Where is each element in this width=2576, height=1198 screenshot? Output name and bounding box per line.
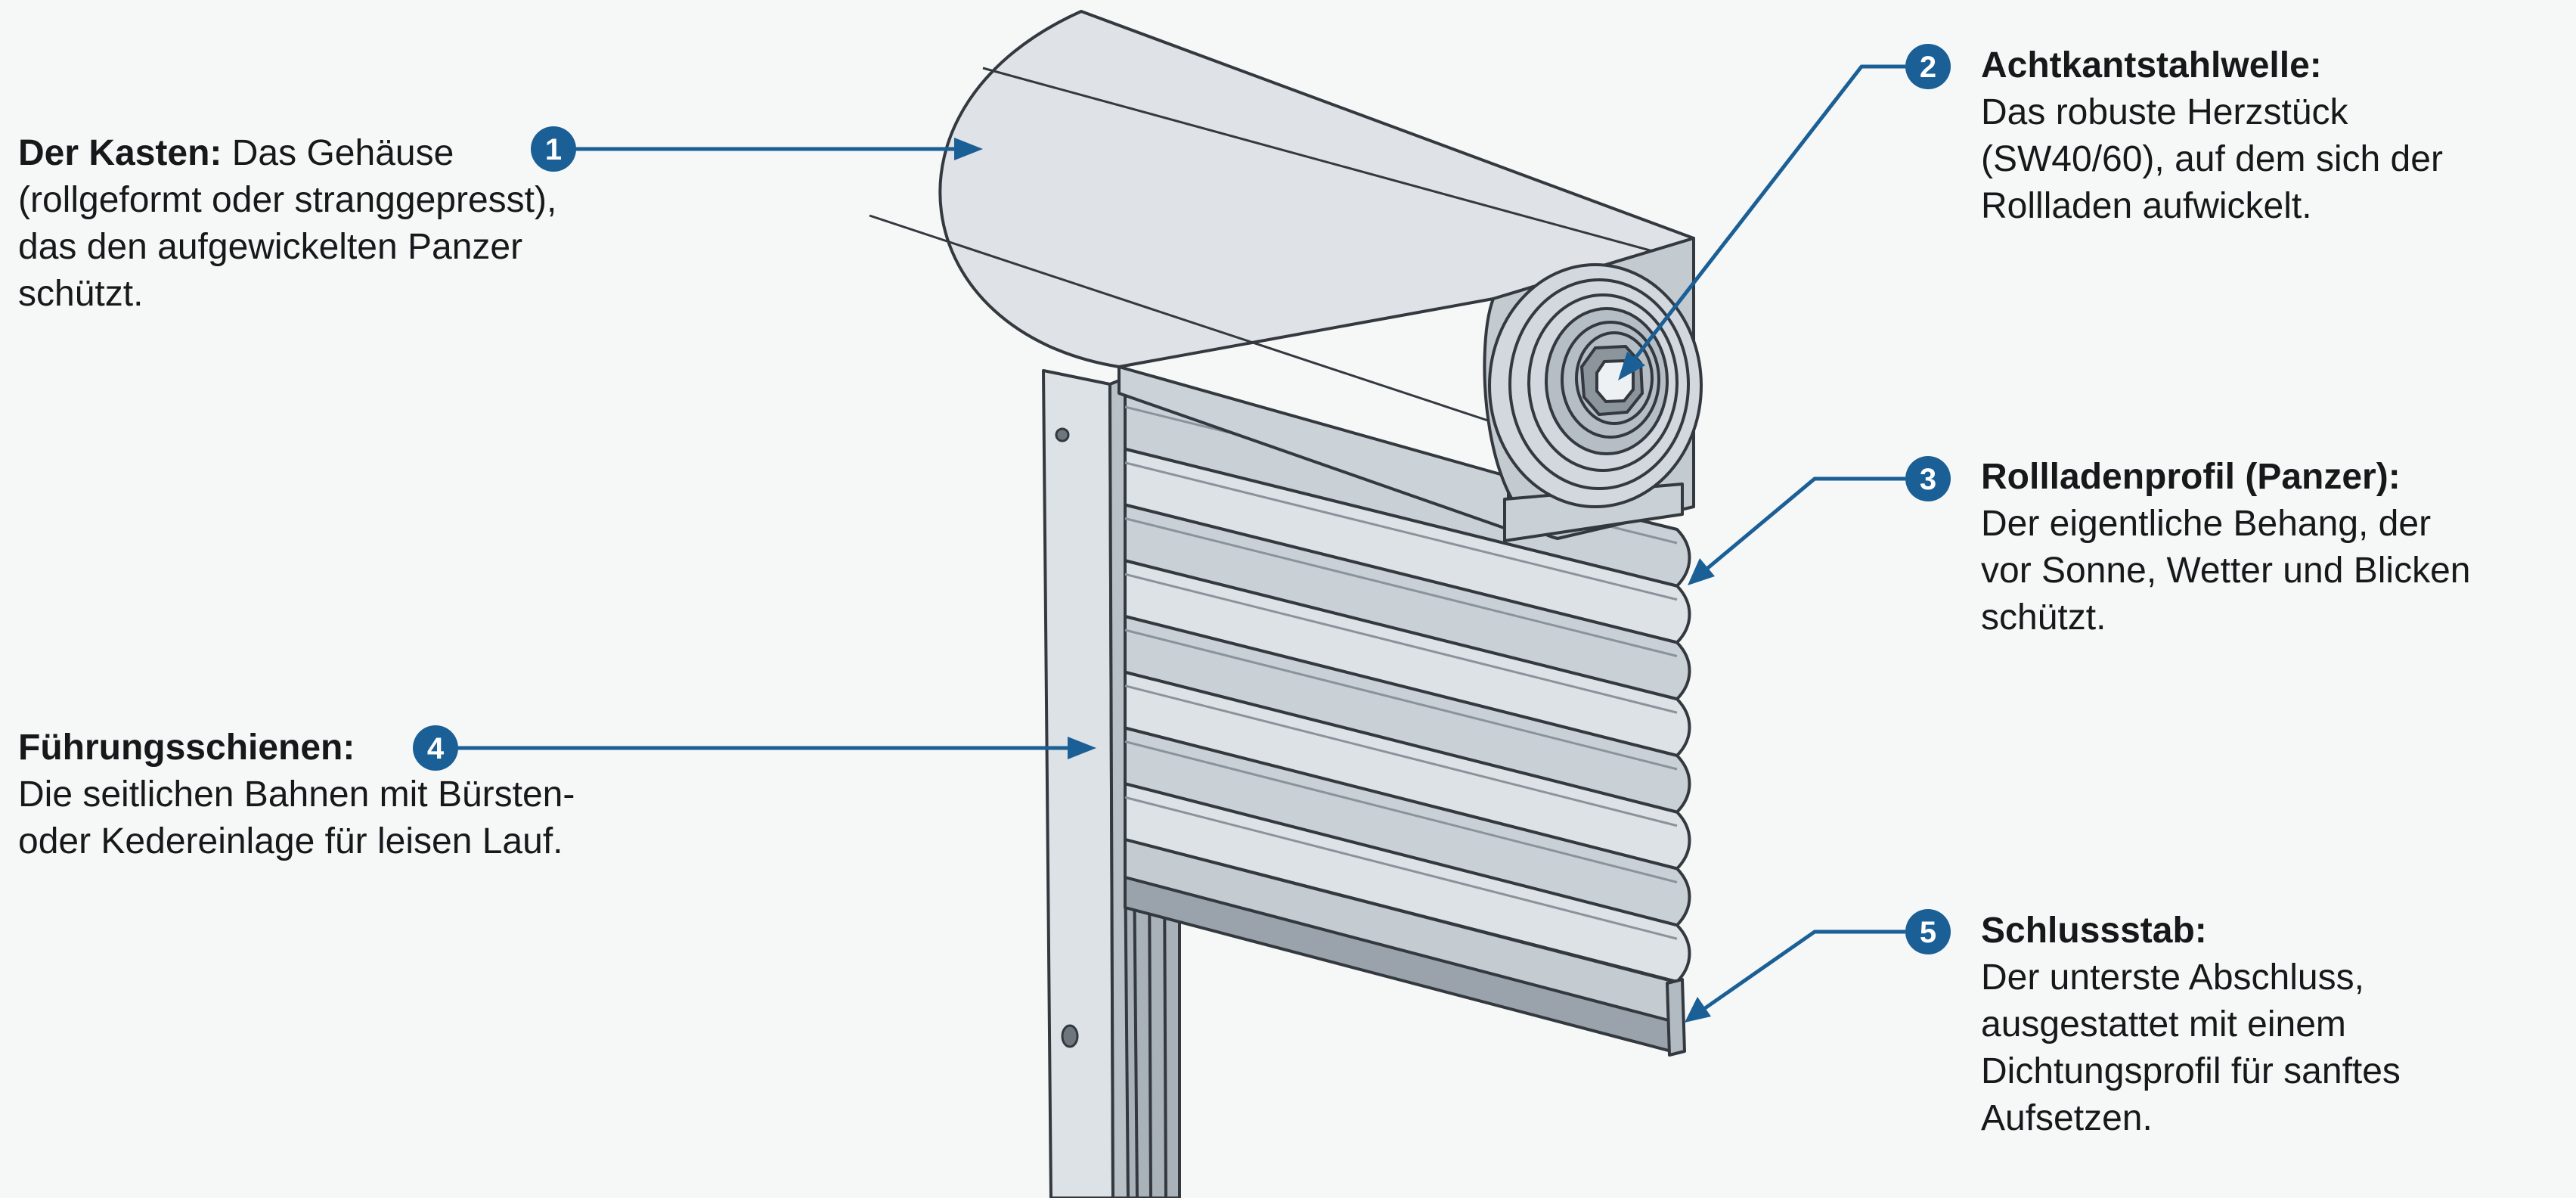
callout-4-line: Die seitlichen Bahnen mit Bürsten- bbox=[18, 774, 575, 815]
badge-1: 1 bbox=[531, 126, 576, 172]
callout-2-title: Achtkantstahlwelle: bbox=[1981, 45, 2322, 85]
svg-text:3: 3 bbox=[1920, 463, 1936, 496]
callout-1-box: Der Kasten: Das Gehäuse (rollgeformt ode… bbox=[18, 130, 684, 318]
callout-2-line: Das robuste Herzstück bbox=[1981, 92, 2348, 132]
callout-3-box: Rollladenprofil (Panzer): Der eigentlich… bbox=[1981, 454, 2571, 641]
callout-1-title: Der Kasten: bbox=[18, 133, 222, 173]
svg-text:1: 1 bbox=[545, 133, 562, 166]
callout-2-line: Rollladen aufwickelt. bbox=[1981, 186, 2312, 226]
callout-1-inline: Das Gehäuse bbox=[231, 133, 454, 173]
arrow-2 bbox=[1618, 352, 1645, 380]
badge-3: 3 bbox=[1905, 456, 1951, 501]
leader-5 bbox=[1696, 930, 1905, 1016]
bottom-bar bbox=[1124, 838, 1686, 1057]
callout-4-title: Führungsschienen: bbox=[18, 728, 355, 768]
badge-4: 4 bbox=[413, 725, 458, 771]
callout-4-line: oder Kedereinlage für leisen Lauf. bbox=[18, 821, 563, 861]
svg-text:2: 2 bbox=[1920, 51, 1936, 84]
octagonal-shaft bbox=[1488, 263, 1703, 508]
callout-3-line: Der eigentliche Behang, der bbox=[1981, 504, 2432, 544]
arrow-1 bbox=[954, 138, 983, 160]
callout-5-title: Schlussstab: bbox=[1981, 911, 2207, 951]
callout-1-line: schützt. bbox=[18, 274, 144, 314]
badge-5: 5 bbox=[1905, 909, 1951, 954]
slat-groove bbox=[1124, 573, 1678, 714]
callout-3-title: Rollladenprofil (Panzer): bbox=[1981, 457, 2401, 497]
callout-4-box: Führungsschienen: Die seitlichen Bahnen … bbox=[18, 725, 699, 865]
callout-5-box: Schlussstab: Der unterste Abschluss, aus… bbox=[1981, 908, 2571, 1142]
arrow-4 bbox=[1068, 737, 1096, 759]
callout-3-line: schützt. bbox=[1981, 597, 2106, 638]
callout-3-line: vor Sonne, Wetter und Blicken bbox=[1981, 551, 2471, 591]
callout-1-line: das den aufgewickelten Panzer bbox=[18, 227, 523, 267]
arrow-5 bbox=[1685, 997, 1711, 1023]
leader-lines bbox=[457, 64, 1905, 1023]
svg-text:5: 5 bbox=[1920, 916, 1936, 949]
svg-text:4: 4 bbox=[427, 732, 445, 765]
number-badges: 1 2 3 4 5 bbox=[413, 44, 1951, 954]
leader-2 bbox=[1624, 64, 1905, 372]
callout-2-line: (SW40/60), auf dem sich der bbox=[1981, 139, 2443, 179]
slat-groove bbox=[1124, 684, 1678, 827]
callout-5-line: ausgestattet mit einem bbox=[1981, 1004, 2346, 1044]
slat-groove bbox=[1124, 517, 1678, 657]
callout-2-box: Achtkantstahlwelle: Das robuste Herzstüc… bbox=[1981, 42, 2571, 230]
arrow-3 bbox=[1688, 558, 1715, 585]
slat-groove bbox=[1124, 740, 1678, 883]
badge-2: 2 bbox=[1905, 44, 1951, 89]
callout-5-line: Dichtungsprofil für sanftes bbox=[1981, 1051, 2401, 1091]
callout-5-line: Der unterste Abschluss, bbox=[1981, 957, 2364, 998]
slat-groove bbox=[1124, 628, 1678, 771]
callout-5-line: Aufsetzen. bbox=[1981, 1098, 2153, 1138]
slat-groove bbox=[1124, 461, 1678, 601]
slat-groove bbox=[1124, 796, 1678, 940]
leader-3 bbox=[1698, 476, 1905, 576]
callout-1-line: (rollgeformt oder stranggepresst), bbox=[18, 180, 557, 220]
